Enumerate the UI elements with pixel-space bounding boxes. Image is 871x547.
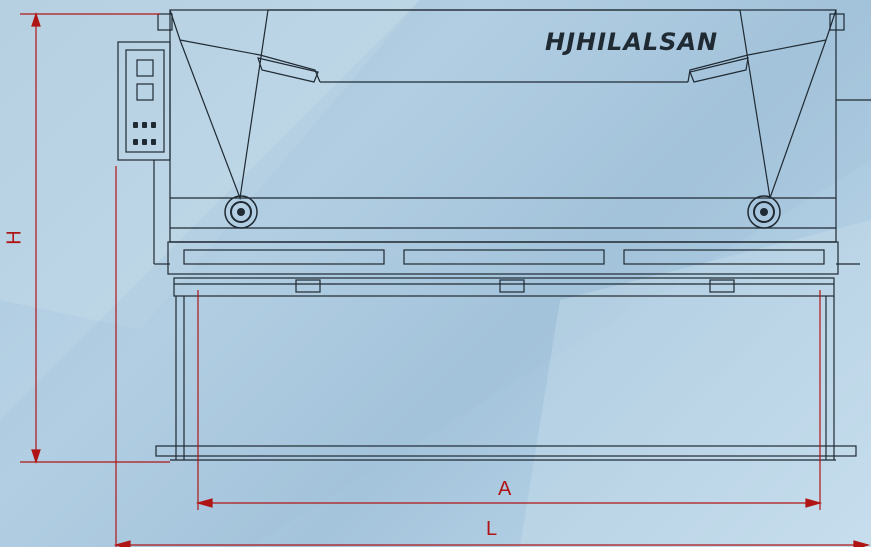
right-window <box>689 57 749 83</box>
control-panel-box <box>117 41 171 161</box>
inner-width-arrow-left <box>195 498 213 508</box>
panel-indicators <box>133 122 156 145</box>
bg-facet <box>520 220 871 547</box>
left-cylinder <box>224 195 258 229</box>
left-side-plate <box>169 9 269 201</box>
clamp-1 <box>295 279 321 293</box>
height-arrow-top <box>31 12 41 27</box>
table-slot-1 <box>183 249 385 265</box>
table-slot-2 <box>403 249 605 265</box>
back-gauge-bar <box>155 445 857 457</box>
brand-logo-mark: HJ <box>545 28 577 56</box>
panel-button-1 <box>136 59 154 77</box>
inner-width-arrow-right <box>805 498 823 508</box>
table-body <box>167 241 839 275</box>
panel-button-2 <box>136 83 154 101</box>
inner-width-label: A <box>498 478 512 500</box>
overall-width-arrow-right <box>853 540 871 547</box>
clamp-3 <box>709 279 735 293</box>
bottom-rail <box>173 277 835 297</box>
right-side-plate <box>739 9 837 199</box>
top-right-cap <box>829 13 845 31</box>
right-beam-line <box>687 39 827 83</box>
brand-name: HILALSAN <box>576 28 719 56</box>
overall-width-arrow-left <box>113 540 131 547</box>
control-panel-face <box>125 49 165 153</box>
clamp-2 <box>499 279 525 293</box>
bg-facet <box>0 0 420 330</box>
table-slot-3 <box>623 249 825 265</box>
overall-width-label: L <box>486 518 498 540</box>
left-beam-line <box>179 39 321 83</box>
machine-outline <box>117 9 871 461</box>
height-label: H <box>3 230 26 245</box>
left-window <box>257 57 319 83</box>
top-left-cap <box>157 13 173 31</box>
dimension-lines <box>20 12 871 547</box>
brand-logo: HJHILALSAN <box>545 28 718 56</box>
right-cylinder <box>747 195 781 229</box>
height-arrow-bottom <box>31 449 41 464</box>
